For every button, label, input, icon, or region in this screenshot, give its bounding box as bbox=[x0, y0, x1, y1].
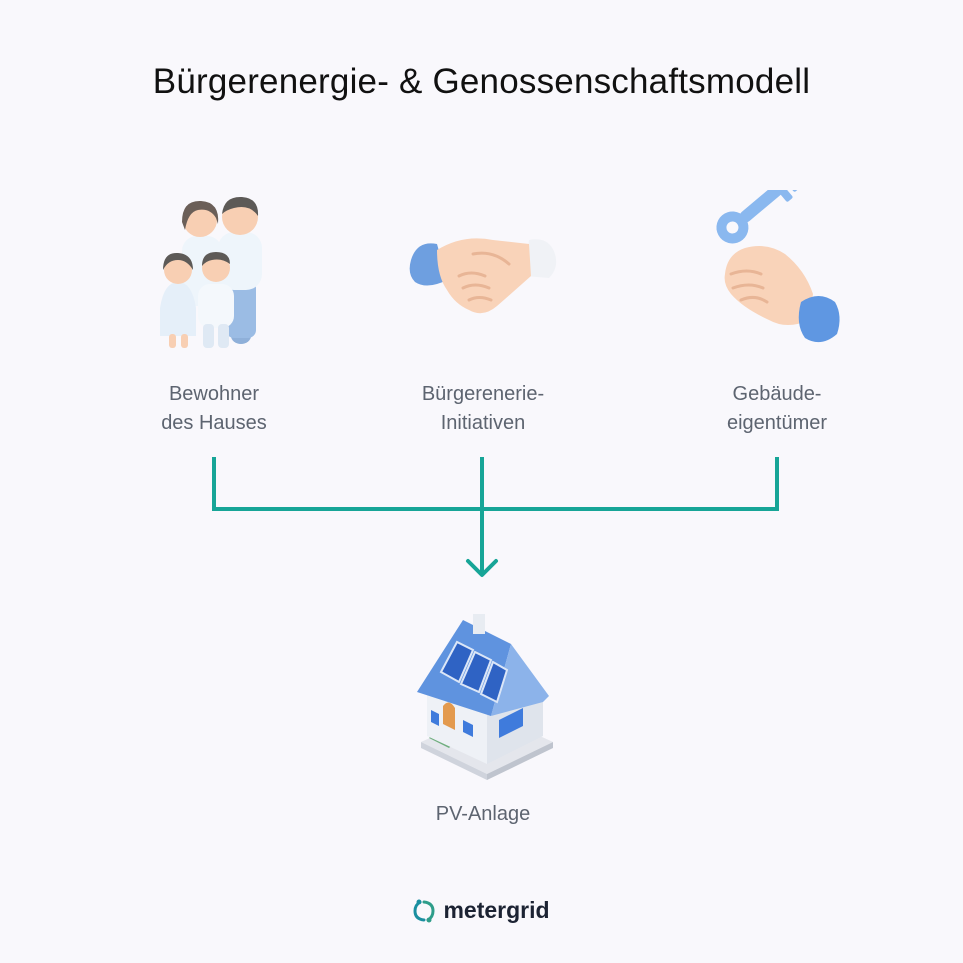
initiatives-label: Bürgerenerie- Initiativen bbox=[421, 383, 545, 434]
diagram-title: Bürgerenergie- & Genossenschaftsmodell bbox=[152, 62, 811, 101]
family-icon bbox=[160, 196, 262, 348]
brand-name: metergrid bbox=[443, 897, 550, 923]
node-residents: Bewohner des Hauses bbox=[114, 190, 314, 438]
node-pv-plant: PV-Anlage bbox=[383, 612, 583, 829]
key-hand-icon bbox=[716, 190, 840, 343]
node-initiatives: Bürgerenerie- Initiativen bbox=[383, 190, 583, 438]
solar-house-icon bbox=[417, 614, 553, 780]
pv-label: PV-Anlage bbox=[435, 803, 531, 825]
handshake-icon bbox=[409, 238, 557, 314]
node-owners: Gebäude- eigentümer bbox=[677, 190, 877, 438]
arrowhead bbox=[466, 559, 498, 577]
owners-label: Gebäude- eigentümer bbox=[726, 383, 828, 434]
metergrid-logo-icon bbox=[413, 899, 435, 922]
residents-label: Bewohner des Hauses bbox=[161, 383, 267, 434]
brand-footer: metergrid bbox=[0, 897, 963, 924]
